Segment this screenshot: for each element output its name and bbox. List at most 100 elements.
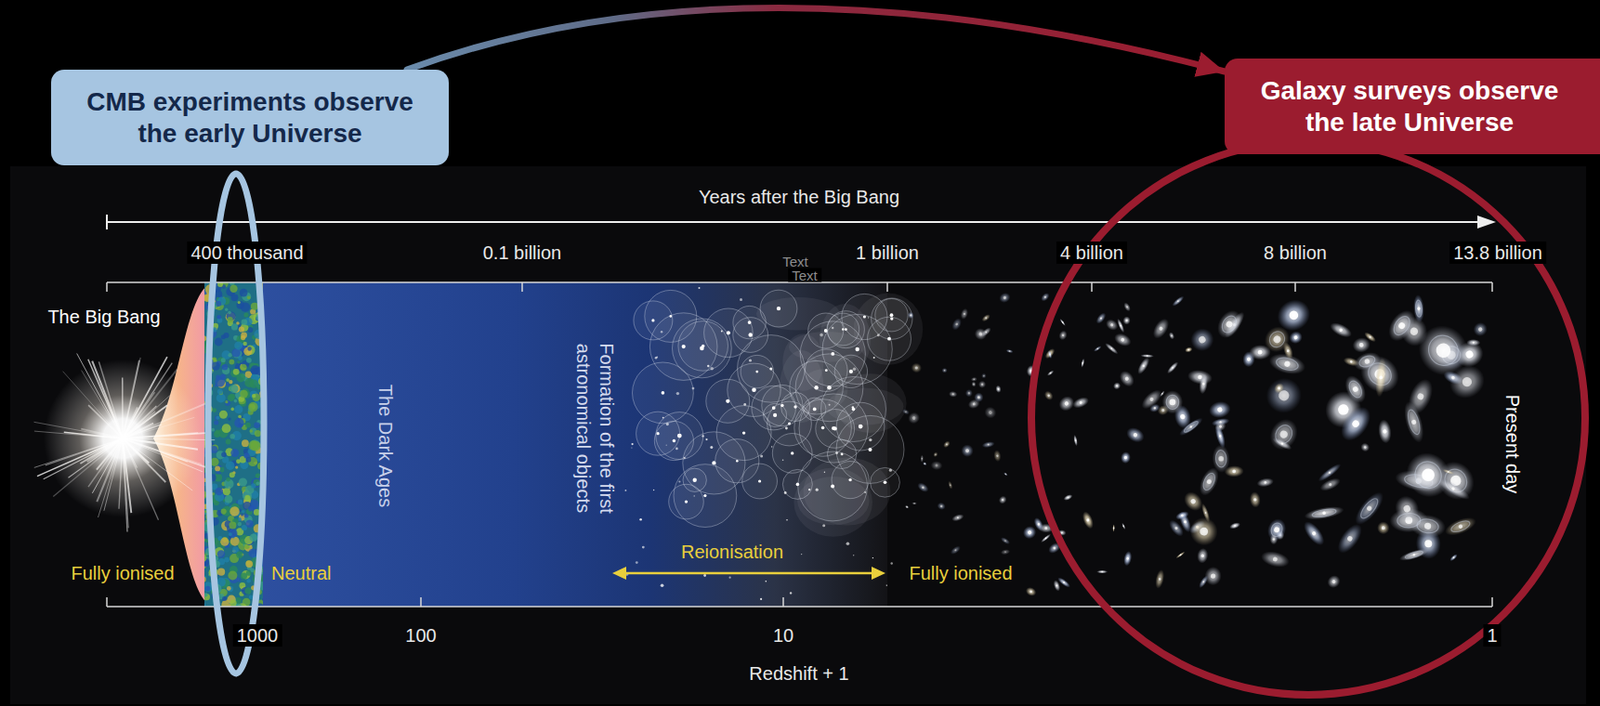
galaxy-disc [1166, 517, 1186, 539]
star [635, 561, 639, 564]
galaxy [1051, 578, 1062, 592]
galaxy-disc [1112, 380, 1123, 392]
star [760, 598, 762, 601]
galaxy-core [1177, 300, 1180, 302]
galaxy-core [1200, 553, 1205, 558]
star [873, 356, 876, 359]
galaxy-core [1002, 295, 1007, 300]
galaxy-disc [1073, 434, 1079, 447]
galaxy-disc [916, 480, 932, 494]
galaxy [1073, 434, 1079, 447]
first-star [769, 367, 773, 370]
galaxy [1112, 380, 1123, 392]
galaxy [1408, 315, 1478, 386]
star [889, 469, 892, 473]
galaxy-disc [982, 404, 999, 421]
galaxy [1373, 357, 1388, 398]
galaxy [1002, 472, 1009, 478]
galaxy-core [1171, 367, 1174, 369]
galaxy-disc [1062, 493, 1075, 502]
galaxy-disc [1197, 373, 1209, 395]
cmb-speckle [243, 341, 248, 346]
vertical-label: The Dark Ages [374, 384, 397, 508]
galaxy-disc [1140, 354, 1155, 359]
ionised-bubble [632, 362, 695, 424]
galaxy-core [1044, 526, 1048, 530]
galaxy-disc [948, 544, 962, 557]
galaxy-core [1346, 535, 1354, 543]
galaxy-disc [1020, 524, 1039, 542]
galaxy-core [1424, 539, 1433, 549]
cmb-speckle [217, 550, 225, 558]
star [666, 445, 668, 446]
cmb-speckle [224, 495, 234, 504]
galaxy [1165, 360, 1180, 376]
galaxy [993, 449, 1003, 463]
galaxy [1062, 493, 1075, 502]
cmb-speckle [237, 355, 243, 361]
ionised-bubble [798, 451, 868, 522]
galaxy [1434, 474, 1473, 504]
cmb-speckle [240, 513, 244, 517]
galaxy [1055, 393, 1077, 415]
galaxy-core [1061, 333, 1064, 337]
galaxy [916, 480, 932, 494]
galaxy-disc [1161, 390, 1183, 415]
galaxy-core [1044, 537, 1047, 539]
galaxy-disc [981, 440, 996, 449]
star [828, 404, 831, 407]
galaxy-core [1081, 362, 1084, 365]
cmb-speckle [204, 537, 206, 542]
star [701, 434, 704, 437]
reionisation-bubbles [625, 287, 924, 601]
cmb-speckle [246, 457, 252, 463]
galaxy-disc [1340, 372, 1370, 407]
cmb-speckle [253, 421, 261, 429]
cmb-speckle [229, 359, 236, 366]
galaxy [1174, 509, 1191, 522]
galaxy [1442, 513, 1479, 539]
star [639, 518, 643, 522]
galaxy [1140, 354, 1155, 359]
cmb-speckle [234, 340, 243, 350]
galaxy-disc [993, 449, 1003, 463]
cmb-speckle [246, 578, 251, 584]
axis-label: Text [787, 268, 822, 283]
galaxy-core [1179, 553, 1181, 556]
galaxy-arm [1219, 313, 1240, 335]
galaxy-core [909, 314, 913, 317]
star [743, 403, 747, 407]
ionised-bubble [836, 402, 885, 451]
galaxy-core [1350, 360, 1353, 364]
galaxy [1340, 372, 1370, 407]
galaxy-core [1001, 498, 1005, 501]
cmb-speckle [227, 418, 231, 421]
cmb-speckle [224, 308, 228, 312]
cmb-speckle [229, 472, 236, 478]
ionised-bubble [633, 301, 673, 341]
galaxy-core [1217, 406, 1223, 413]
axis-tick [1491, 282, 1494, 292]
galaxy-core [957, 516, 960, 520]
cmb-speckle [249, 429, 253, 433]
galaxy-core [945, 443, 949, 446]
galaxy-core [1141, 364, 1145, 368]
cmb-speckle [225, 439, 232, 446]
star [692, 387, 696, 391]
galaxy-disc [964, 388, 973, 398]
axis-label: 0.1 billion [483, 241, 563, 264]
cmb-speckle [234, 405, 243, 414]
galaxy-core [1075, 439, 1077, 442]
galaxy [1138, 386, 1165, 413]
cmb-speckle [229, 433, 236, 440]
galaxy-core [968, 392, 971, 395]
galaxy-disc [1377, 521, 1391, 536]
star [872, 557, 874, 559]
galaxy [1259, 549, 1291, 571]
galaxy-core [1052, 546, 1057, 551]
galaxy-disc [1269, 534, 1278, 546]
galaxy-core [1004, 539, 1007, 542]
galaxy-core [934, 453, 937, 456]
star [785, 427, 788, 431]
galaxy [1020, 524, 1039, 542]
